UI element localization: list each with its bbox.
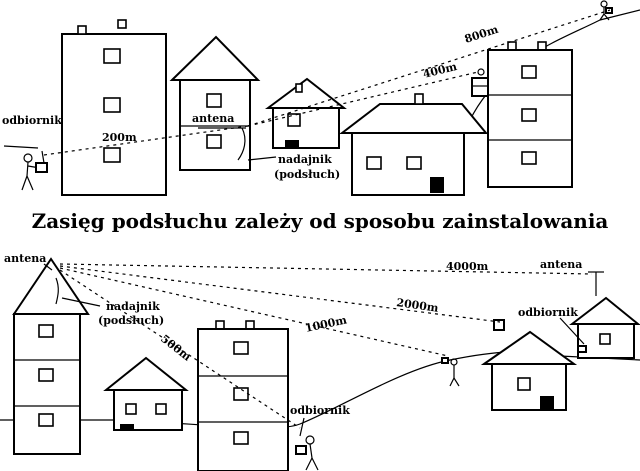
diagram-title: Zasięg podsłuchu zależy od sposobu zains… xyxy=(32,209,609,233)
bottom-left-tall-house xyxy=(12,257,90,455)
bottom-antenna-pointer xyxy=(43,263,53,271)
top-signal-line-800m xyxy=(247,9,611,127)
top-house-with-antenna xyxy=(169,35,261,171)
bottom-small-house xyxy=(103,356,189,431)
bottom-transmitter-pointer xyxy=(61,297,101,307)
top-right-block xyxy=(487,41,573,188)
bottom-hill-listener-1000m xyxy=(441,357,460,387)
bottom-hill-house xyxy=(480,330,578,411)
top-small-house xyxy=(264,77,347,149)
top-receiver-pointer xyxy=(3,145,39,149)
bottom-signal-line-4000m xyxy=(59,263,593,275)
top-distance-800m: 800m xyxy=(463,23,500,46)
top-tall-block xyxy=(61,19,167,196)
bottom-transmitter-label: nadajnik xyxy=(106,300,160,313)
bottom-antenna-label-right: antena xyxy=(540,258,582,271)
bottom-far-right-house xyxy=(569,271,640,359)
bottom-center-block xyxy=(197,320,289,471)
top-transmitter-label: nadajnik xyxy=(278,153,332,166)
top-transmitter-sublabel: (podsłuch) xyxy=(274,168,340,181)
top-receiver-label: odbiornik xyxy=(2,114,62,127)
bottom-signal-line-1000m xyxy=(59,267,449,357)
top-distance-200m: 200m xyxy=(102,131,137,144)
bottom-distance-2000m: 2000m xyxy=(396,296,440,315)
top-balcony-listener xyxy=(471,68,489,97)
top-receiver-person xyxy=(21,150,48,191)
bottom-transmitter-sublabel: (podsłuch) xyxy=(98,314,164,327)
bottom-receiver-label-right: odbiornik xyxy=(518,306,578,319)
top-hill-listener xyxy=(599,0,613,21)
bottom-antenna-label: antena xyxy=(4,252,46,265)
top-signal-line-400m xyxy=(247,71,479,127)
top-wide-house xyxy=(339,93,489,196)
bottom-distance-500m: 500m xyxy=(158,332,194,364)
bottom-hill-listener-2000m xyxy=(493,319,505,331)
bottom-signal-line-500m xyxy=(59,269,301,429)
bottom-distance-4000m: 4000m xyxy=(446,260,489,273)
top-transmitter-pointer xyxy=(247,156,277,161)
bottom-receiver-pointer xyxy=(299,417,305,437)
top-antenna-label: antena xyxy=(192,112,234,125)
bottom-receiver-person xyxy=(295,435,319,471)
bottom-receiver-label-center: odbiornik xyxy=(290,404,350,417)
bottom-right-receiver-pointer xyxy=(559,317,585,345)
